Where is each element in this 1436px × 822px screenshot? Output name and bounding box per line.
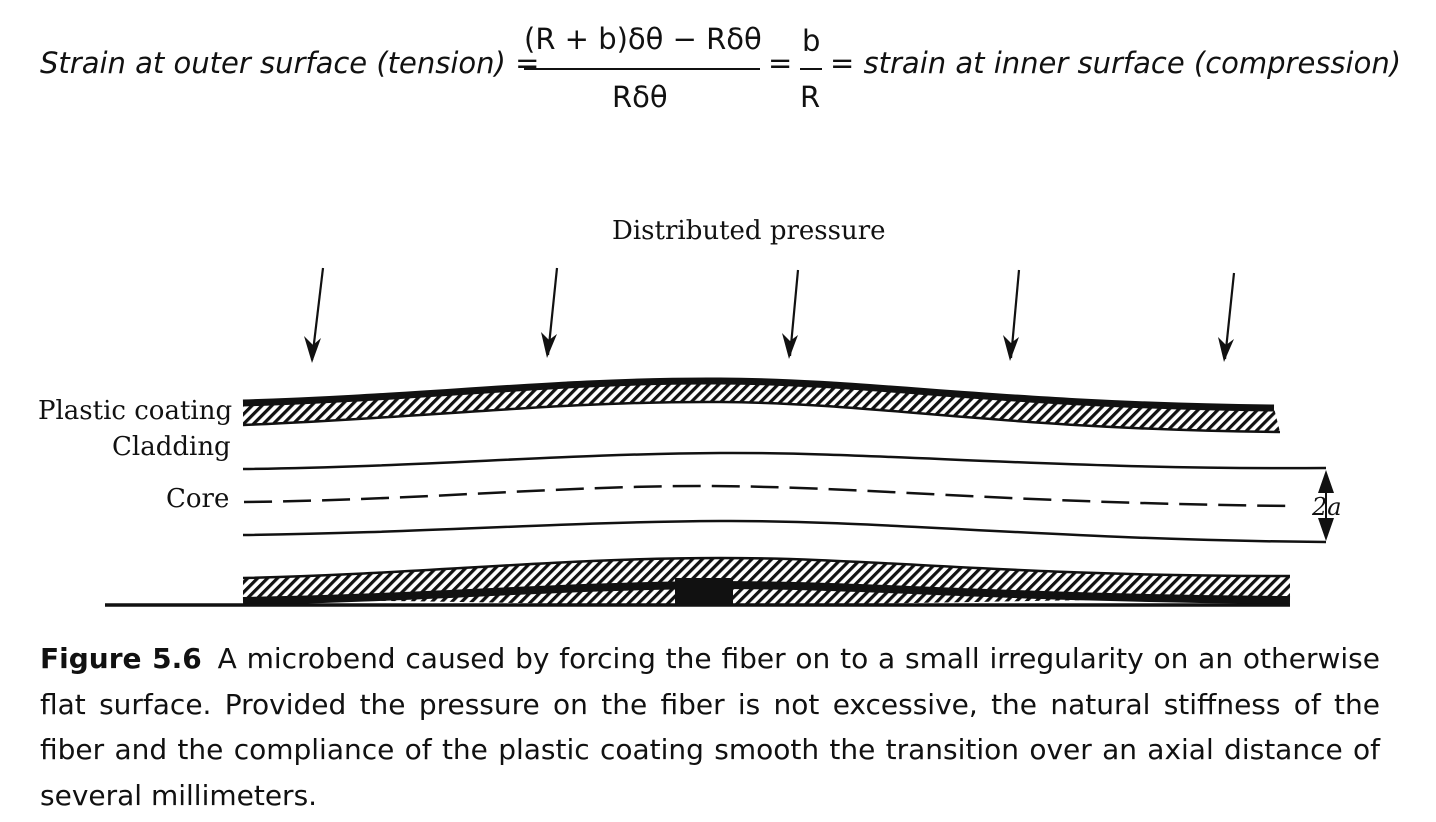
label-plastic-coating: Plastic coating [38,396,233,426]
fraction-bar-main [524,68,760,70]
label-core-diameter: 2a [1312,493,1342,521]
equation-r: R [800,80,821,114]
pressure-arrows [304,267,1236,363]
core-axis [243,484,1293,508]
lower-plastic-coating [242,556,1291,605]
upper-plastic-coating [242,377,1281,434]
fiber-diagram [105,267,1334,607]
microbend-figure: Distributed pressure [0,200,1436,620]
caption-figure-label: Figure 5.6 [40,642,202,675]
equation-numerator: (R + b)δθ − Rδθ [524,22,762,56]
arrow-up-icon [1318,470,1334,493]
equation-lhs: Strain at outer surface (tension) = [40,46,540,80]
cladding-bottom-line [242,519,1327,544]
surface-irregularity [675,578,733,605]
strain-equation: Strain at outer surface (tension) = (R +… [40,22,1410,122]
core-diameter-marker [1318,470,1334,541]
label-core: Core [166,484,230,514]
equation-rhs: = strain at inner surface (compression) [830,46,1402,80]
figure-title: Distributed pressure [612,216,886,246]
equation-equals: = [768,46,793,80]
label-cladding: Cladding [112,432,231,462]
fraction-bar-small [800,68,822,70]
arrowhead-icon [1003,335,1019,361]
figure-caption: Figure 5.6 A microbend caused by forcing… [40,636,1380,818]
arrowhead-icon [1218,337,1234,362]
equation-denominator: Rδθ [612,80,668,114]
arrowhead-icon [541,332,557,358]
caption-text: A microbend caused by forcing the fiber … [40,642,1380,812]
arrowhead-icon [782,333,798,359]
arrow-down-icon [1318,518,1334,541]
equation-b: b [802,24,821,58]
arrowhead-icon [304,336,321,363]
cladding-top-line [242,451,1327,471]
